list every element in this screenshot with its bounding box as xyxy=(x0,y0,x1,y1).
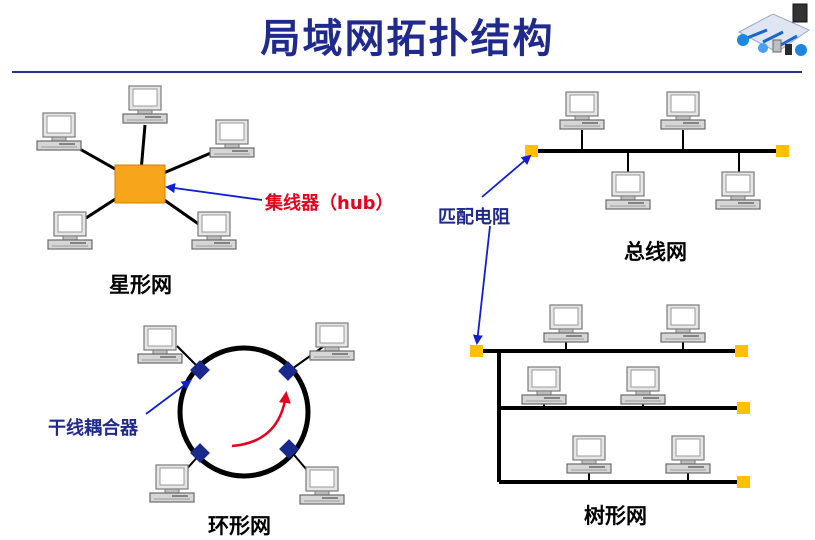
computer-icon xyxy=(660,91,706,130)
computer-icon xyxy=(209,119,255,158)
ring-network xyxy=(137,322,355,505)
terminator-callout: 匹配电阻 xyxy=(438,207,510,228)
trunk-coupler xyxy=(190,360,210,380)
terminator xyxy=(735,345,748,357)
computer-icon xyxy=(137,325,183,364)
hub-box xyxy=(114,164,166,204)
terminator xyxy=(470,345,483,357)
terminator xyxy=(737,402,750,414)
computer-icon xyxy=(47,211,93,250)
computer-icon xyxy=(620,366,666,405)
trunk-coupler xyxy=(279,439,299,459)
star-network-label: 星形网 xyxy=(109,273,172,297)
trunk-coupler xyxy=(190,443,210,463)
coupler-callout: 干线耦合器 xyxy=(48,418,138,439)
computer-icon xyxy=(665,435,711,474)
computer-icon xyxy=(605,171,651,210)
computer-icon xyxy=(191,211,237,250)
bus-network-label: 总线网 xyxy=(624,240,687,264)
hub-callout: 集线器（hub） xyxy=(265,193,394,214)
terminator xyxy=(737,476,750,488)
computer-icon xyxy=(521,366,567,405)
trunk-coupler xyxy=(278,361,298,381)
computer-icon xyxy=(559,91,605,130)
computer-icon xyxy=(299,466,345,505)
tree-network xyxy=(470,304,750,488)
network-logo-icon xyxy=(737,3,811,56)
terminator xyxy=(776,145,789,157)
title-divider xyxy=(12,71,802,73)
computer-icon xyxy=(566,435,612,474)
computer-icon xyxy=(309,322,355,361)
tree-network-label: 树形网 xyxy=(584,504,647,528)
bus-network xyxy=(472,91,789,345)
computer-icon xyxy=(715,171,761,210)
computer-icon xyxy=(122,85,168,124)
computer-icon xyxy=(36,112,82,151)
computer-icon xyxy=(660,304,706,343)
computer-icon xyxy=(149,464,195,503)
computer-icon xyxy=(543,304,589,343)
terminator xyxy=(525,145,538,157)
page-title: 局域网拓扑结构 xyxy=(260,16,555,62)
star-network xyxy=(36,85,263,250)
ring-network-label: 环形网 xyxy=(208,514,271,538)
